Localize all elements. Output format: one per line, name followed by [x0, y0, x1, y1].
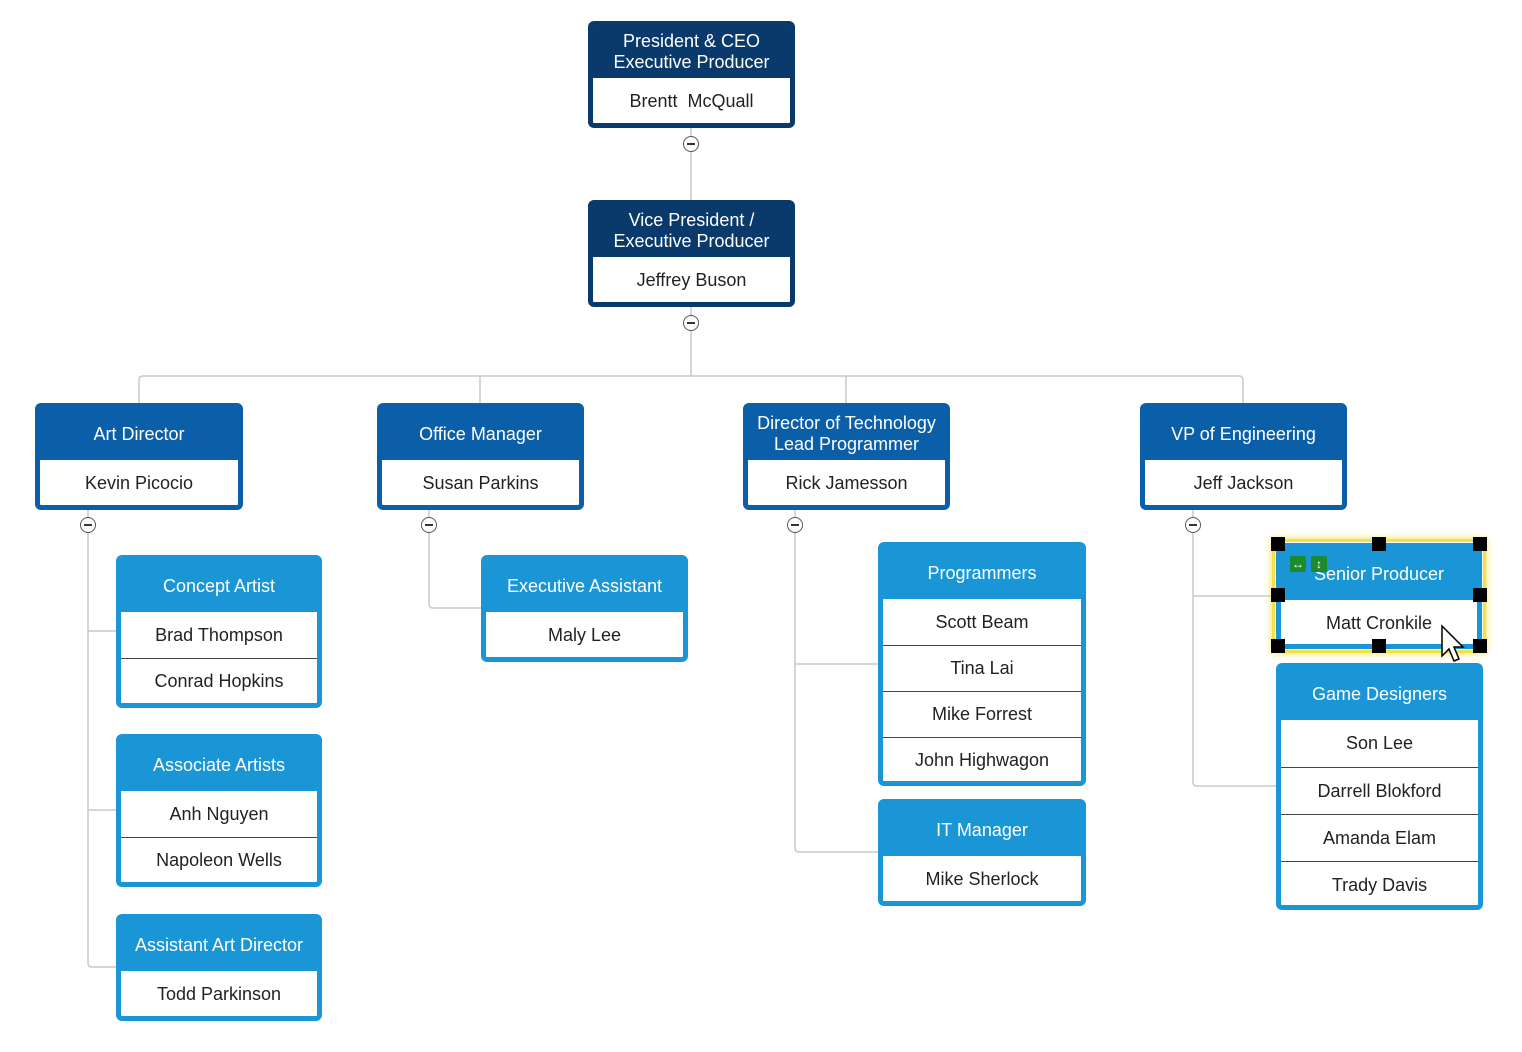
collapse-toggle-icon[interactable] [1185, 517, 1201, 533]
node-title: President & CEO Executive Producer [593, 26, 790, 78]
node-title: Programmers [883, 547, 1081, 599]
node-office-manager[interactable]: Office Manager Susan Parkins [377, 403, 584, 510]
node-title: Assistant Art Director [121, 919, 317, 971]
node-member: Brad Thompson [155, 624, 283, 645]
mouse-cursor-icon [1441, 624, 1465, 662]
node-senior-producer[interactable]: Senior Producer Matt Cronkile [1276, 543, 1482, 649]
collapse-toggle-icon[interactable] [683, 136, 699, 152]
node-member: Kevin Picocio [84, 472, 194, 493]
resize-handle-middle-left[interactable] [1271, 588, 1285, 602]
node-ceo[interactable]: President & CEO Executive Producer Brent… [588, 21, 795, 128]
collapse-toggle-icon[interactable] [787, 517, 803, 533]
horizontal-resize-icon[interactable]: ↔ [1290, 556, 1306, 572]
node-title: Senior Producer [1281, 548, 1477, 600]
node-title: Concept Artist [121, 560, 317, 612]
collapse-toggle-icon[interactable] [683, 315, 699, 331]
node-title: Associate Artists [121, 739, 317, 791]
node-member: Maly Lee [547, 624, 622, 645]
resize-handle-top-right[interactable] [1473, 537, 1487, 551]
node-member: Tina Lai [883, 645, 1081, 691]
node-programmers[interactable]: Programmers Scott Beam Tina Lai Mike For… [878, 542, 1086, 786]
node-member: Napoleon Wells [121, 837, 317, 882]
resize-handle-middle-right[interactable] [1473, 588, 1487, 602]
node-member: John Highwagon [883, 737, 1081, 781]
node-executive-assistant[interactable]: Executive Assistant Maly Lee [481, 555, 688, 662]
node-title: Executive Assistant [486, 560, 683, 612]
node-concept-artist[interactable]: Concept Artist Brad Thompson Conrad Hopk… [116, 555, 322, 708]
node-member: Anh Nguyen [169, 803, 269, 824]
collapse-toggle-icon[interactable] [421, 517, 437, 533]
node-member: Darrell Blokford [1281, 767, 1478, 814]
node-title: VP of Engineering [1145, 408, 1342, 460]
node-member: Jeffrey Buson [636, 269, 747, 290]
node-member: Trady Davis [1281, 861, 1478, 905]
node-associate-artists[interactable]: Associate Artists Anh Nguyen Napoleon We… [116, 734, 322, 887]
node-title: Director of Technology Lead Programmer [748, 408, 945, 460]
node-member: Amanda Elam [1281, 814, 1478, 861]
node-title: Game Designers [1281, 668, 1478, 720]
node-member: Mike Forrest [883, 691, 1081, 737]
node-title: Vice President / Executive Producer [593, 205, 790, 257]
node-member: Jeff Jackson [1193, 472, 1294, 493]
node-member: Brentt McQuall [629, 90, 754, 111]
node-vp-of-engineering[interactable]: VP of Engineering Jeff Jackson [1140, 403, 1347, 510]
node-director-of-technology[interactable]: Director of Technology Lead Programmer R… [743, 403, 950, 510]
node-title: IT Manager [883, 804, 1081, 856]
collapse-toggle-icon[interactable] [80, 517, 96, 533]
node-assistant-art-director[interactable]: Assistant Art Director Todd Parkinson [116, 914, 322, 1021]
node-title: Art Director [40, 408, 238, 460]
node-member: Todd Parkinson [156, 983, 282, 1004]
resize-handle-top-middle[interactable] [1372, 537, 1386, 551]
resize-handle-top-left[interactable] [1271, 537, 1285, 551]
node-member: Mike Sherlock [925, 868, 1039, 889]
node-vice-president[interactable]: Vice President / Executive Producer Jeff… [588, 200, 795, 307]
node-member: Son Lee [1345, 733, 1414, 753]
node-member: Susan Parkins [422, 472, 539, 493]
resize-handle-bottom-left[interactable] [1271, 639, 1285, 653]
vertical-resize-icon[interactable]: ↕ [1311, 556, 1327, 572]
node-member: Scott Beam [935, 611, 1029, 632]
node-member: Conrad Hopkins [121, 658, 317, 703]
node-title: Office Manager [382, 408, 579, 460]
node-game-designers[interactable]: Game Designers Son Lee Darrell Blokford … [1276, 663, 1483, 910]
node-art-director[interactable]: Art Director Kevin Picocio [35, 403, 243, 510]
node-member: Matt Cronkile [1325, 612, 1433, 633]
resize-handle-bottom-middle[interactable] [1372, 639, 1386, 653]
node-member: Rick Jamesson [785, 472, 908, 493]
node-it-manager[interactable]: IT Manager Mike Sherlock [878, 799, 1086, 906]
resize-handle-bottom-right[interactable] [1473, 639, 1487, 653]
